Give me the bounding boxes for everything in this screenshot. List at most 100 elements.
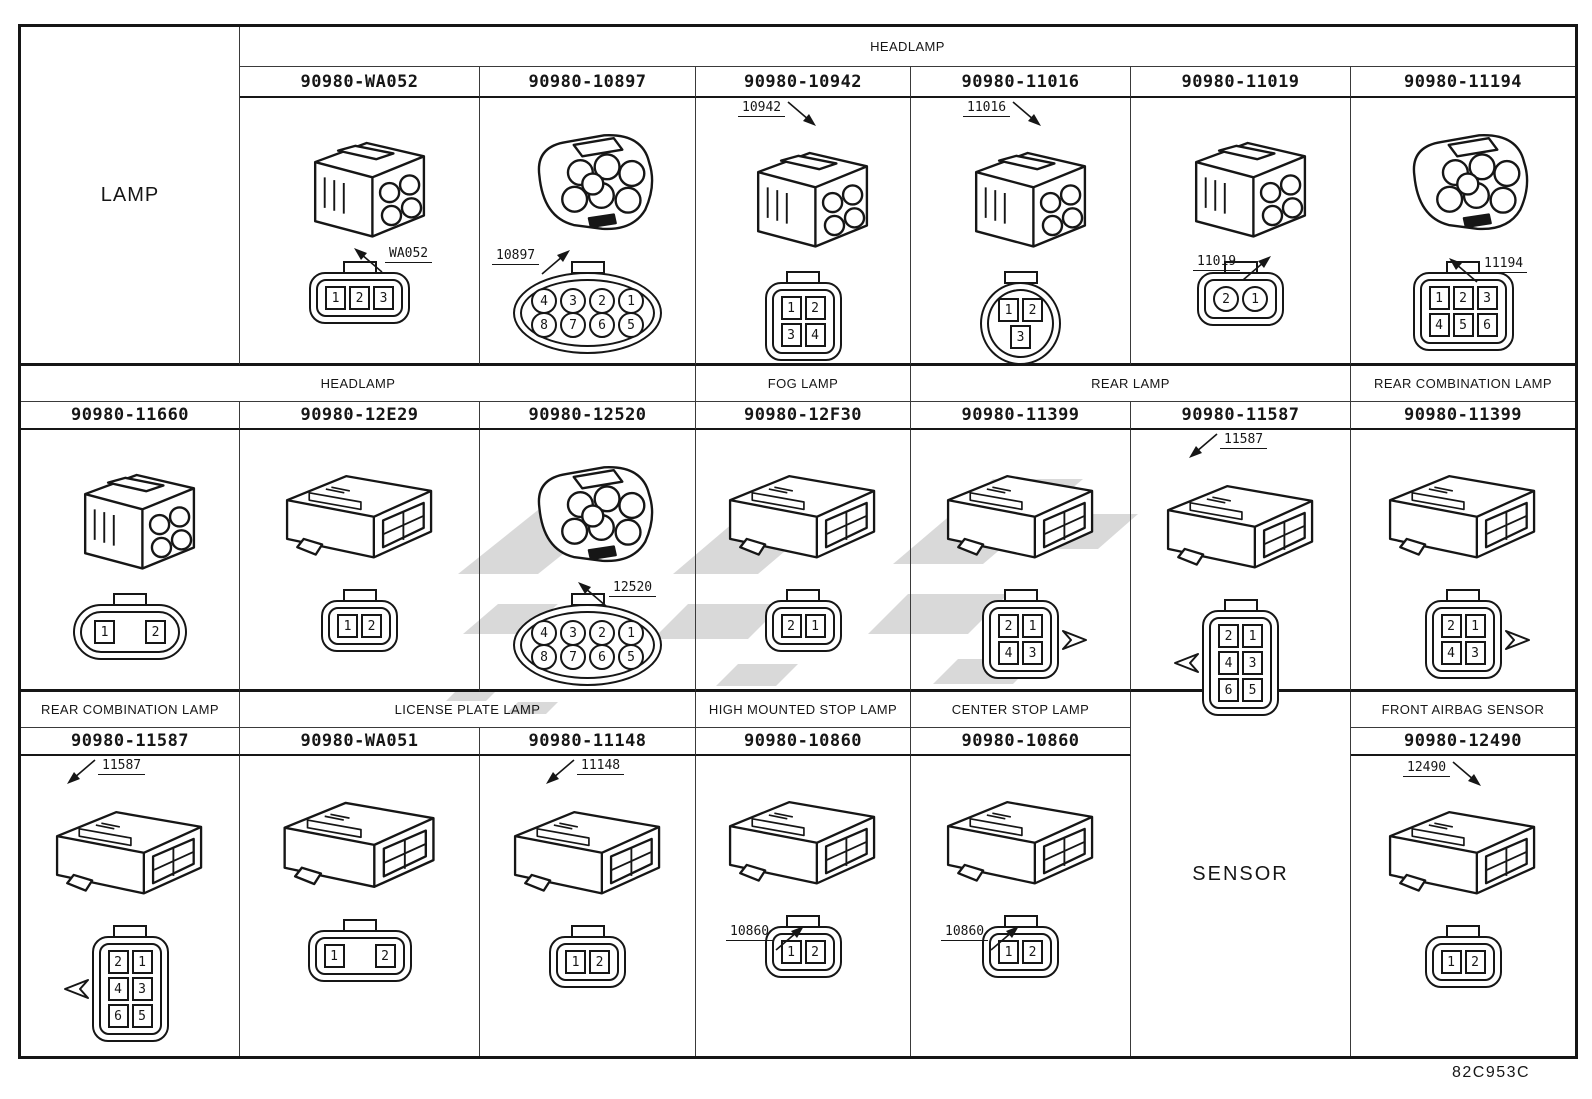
pin-label: 6: [107, 1004, 129, 1028]
callout: WA052: [352, 246, 433, 274]
part-number: 90980-11587: [1181, 405, 1300, 425]
pin-label: 1: [998, 298, 1019, 322]
connector-3d-drawing: [498, 790, 678, 910]
leader-arrow-icon: [352, 246, 384, 274]
pin-label: 4: [804, 323, 826, 347]
connector-cell-12490: 12490 1 2: [1351, 756, 1575, 1056]
leader-arrow-icon: [1241, 254, 1273, 282]
connector-cell-11148: 11148 1 2: [480, 756, 696, 1056]
connector-3d-drawing: [40, 790, 220, 910]
pin-label: 3: [1010, 325, 1031, 349]
part-number: 90980-10860: [743, 731, 863, 751]
pin-label: 7: [560, 644, 586, 670]
leader-arrow-icon: [1447, 256, 1479, 284]
pin-label: 3: [1464, 641, 1486, 665]
connector-cell-11399b: 2 1 4 3: [1351, 430, 1575, 692]
connector-cell-11019: 11019 2 1: [1131, 98, 1351, 366]
part-number-cell: 90980-10860: [911, 728, 1131, 756]
part-number-cell: 90980-11399: [911, 402, 1131, 430]
callout-label: 10860: [726, 924, 774, 941]
callout: 12490: [1403, 760, 1483, 788]
pin-label: 4: [1440, 641, 1462, 665]
callout-label: 10860: [941, 924, 989, 941]
callout: 11587: [1187, 432, 1268, 460]
pin-label: 1: [1464, 614, 1486, 638]
part-number: 90980-12F30: [743, 405, 863, 425]
header-label: HEADLAMP: [870, 39, 945, 54]
pin-label: 6: [589, 644, 615, 670]
callout-label: 11194: [1480, 256, 1528, 273]
pin-label: 2: [1022, 940, 1043, 964]
section2-header-rearlamp: REAR LAMP: [911, 366, 1351, 402]
connector-3d-drawing: [713, 780, 893, 900]
connector-3d-drawing: [504, 122, 672, 246]
pin-label: 7: [560, 312, 586, 338]
pin-label: 2: [361, 614, 382, 638]
header-label: REAR LAMP: [1091, 376, 1170, 391]
part-number-cell: 90980-12F30: [696, 402, 911, 430]
pin-label: 1: [131, 950, 153, 974]
pin-label: 3: [373, 286, 394, 310]
pin-label: 3: [1022, 641, 1043, 665]
pin-label: 4: [1428, 313, 1450, 337]
connector-3d-drawing: [262, 780, 458, 904]
callout-label: WA052: [385, 246, 433, 263]
leader-arrow-icon: [1011, 100, 1043, 128]
pin-label: 2: [998, 614, 1019, 638]
part-number-cell: 90980-12E29: [240, 402, 480, 430]
part-number: 90980-12520: [528, 405, 647, 425]
pin-label: 1: [780, 296, 802, 320]
connector-cell-11016: 11016 1 2 3: [911, 98, 1131, 366]
pin-label: 1: [618, 288, 644, 314]
header-label: FOG LAMP: [767, 376, 839, 391]
pin-label: 3: [131, 977, 153, 1001]
pin-label: 2: [145, 620, 166, 644]
leader-arrow-icon: [774, 924, 806, 952]
part-number: 90980-11587: [70, 731, 190, 751]
connector-3d-drawing: [937, 132, 1105, 256]
leader-arrow-icon: [65, 758, 97, 786]
pin-label: 2: [780, 614, 802, 638]
pin-face-view: 1 2: [549, 936, 626, 988]
pin-label: 2: [804, 940, 826, 964]
pin-label: 1: [998, 940, 1019, 964]
part-number-cell: 90980-10897: [480, 67, 696, 98]
pin-face-view: 1 2 3: [309, 272, 410, 324]
section3-header-highmounted: HIGH MOUNTED STOP LAMP: [696, 692, 911, 728]
pin-label: 1: [337, 614, 358, 638]
pin-label: 1: [325, 286, 346, 310]
pin-face-view: 1 2: [307, 930, 412, 982]
connector-3d-drawing: [719, 132, 887, 256]
callout-label: 11587: [1220, 432, 1268, 449]
callout: 10860: [726, 924, 806, 952]
callout: 10860: [941, 924, 1021, 952]
pin-label: 3: [560, 620, 586, 646]
header-label: HEADLAMP: [320, 376, 396, 391]
callout-label: 11016: [963, 100, 1011, 117]
part-number-cell: 90980-11660: [21, 402, 240, 430]
connector-3d-drawing: [1373, 790, 1553, 910]
callout-label: 11148: [577, 758, 625, 775]
leader-arrow-icon: [576, 580, 608, 608]
pin-label: 4: [1218, 651, 1239, 675]
pin-label: 6: [1218, 678, 1239, 702]
section1-header-headlamp: HEADLAMP: [240, 27, 1575, 67]
latch-icon: [62, 976, 92, 1002]
section3-header-centerstop: CENTER STOP LAMP: [911, 692, 1131, 728]
section3-header-rearcombination: REAR COMBINATION LAMP: [21, 692, 240, 728]
pin-label: 2: [589, 950, 610, 974]
header-label: HIGH MOUNTED STOP LAMP: [708, 702, 898, 717]
header-label: LICENSE PLATE LAMP: [394, 702, 541, 717]
pin-face-view: 2 1: [764, 600, 842, 652]
pin-label: 1: [1428, 286, 1450, 310]
pin-label: 2: [107, 950, 129, 974]
part-number-cell: 90980-11587: [1131, 402, 1351, 430]
connector-cell-12520: 12520 4 3 2 1 8 7 6 5: [480, 430, 696, 692]
pin-label: 5: [618, 644, 644, 670]
callout: 11016: [963, 100, 1043, 128]
connector-cell-12f30: 2 1: [696, 430, 911, 692]
pin-label: 4: [531, 620, 557, 646]
part-number: 90980-12490: [1403, 731, 1523, 751]
pin-label: 5: [1242, 678, 1263, 702]
pin-label: 4: [998, 641, 1019, 665]
